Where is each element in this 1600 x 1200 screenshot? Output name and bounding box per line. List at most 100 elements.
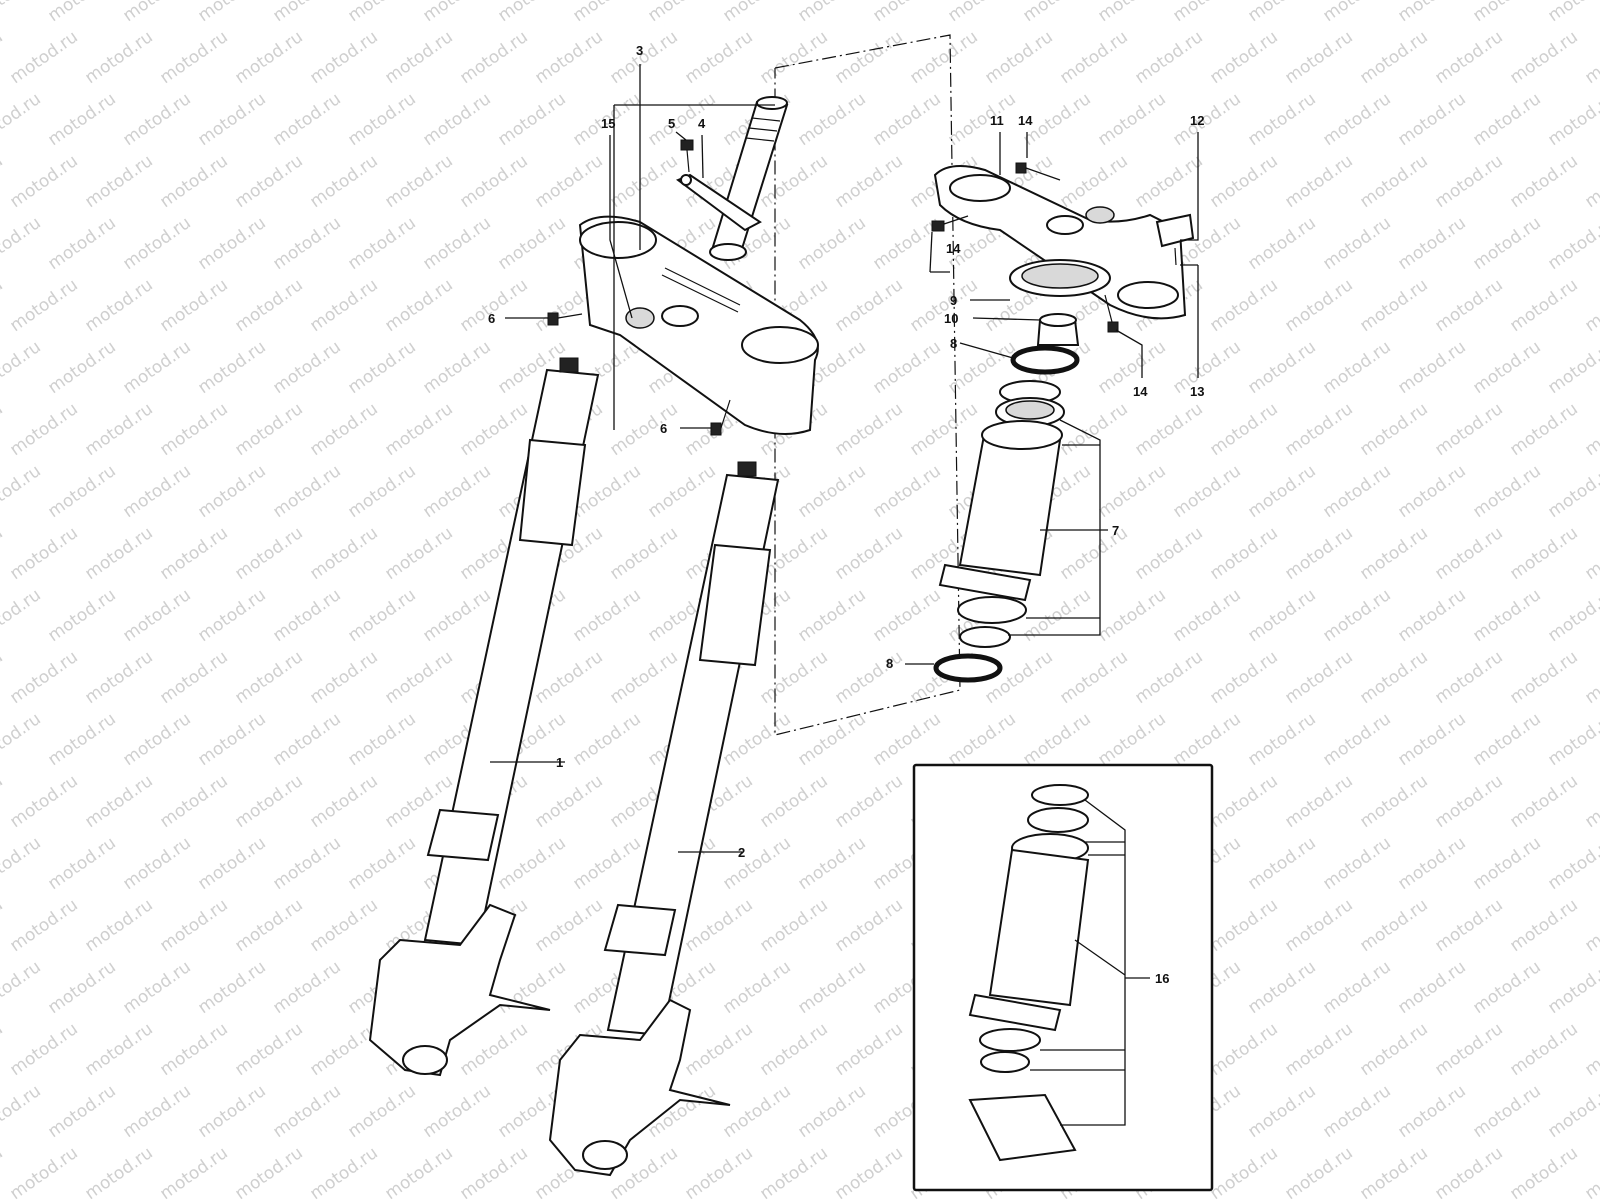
bolt-14-top [1015, 162, 1061, 181]
watermark-text: motod.ru [794, 833, 869, 894]
watermark-text: motod.ru [1131, 151, 1206, 212]
callout-8-bottom: 8 [886, 656, 893, 671]
watermark-text: motod.ru [1206, 1019, 1281, 1080]
watermark-text: motod.ru [1319, 213, 1394, 274]
leader-lines [490, 64, 1199, 1126]
watermark-text: motod.ru [831, 27, 906, 88]
watermark-text: motod.ru [1544, 709, 1600, 770]
watermark-text: motod.ru [681, 1143, 756, 1200]
watermark-text: motod.ru [0, 771, 7, 832]
watermark-text: motod.ru [306, 1019, 381, 1080]
watermark-text: motod.ru [419, 0, 494, 26]
watermark-text: motod.ru [81, 151, 156, 212]
watermark-text: motod.ru [1281, 1143, 1356, 1200]
watermark-text: motod.ru [194, 337, 269, 398]
watermark-text: motod.ru [194, 957, 269, 1018]
watermark-text: motod.ru [344, 337, 419, 398]
watermark-text: motod.ru [306, 1143, 381, 1200]
watermark-text: motod.ru [0, 151, 7, 212]
watermark-text: motod.ru [1506, 647, 1581, 708]
watermark-text: motod.ru [1244, 337, 1319, 398]
watermark-text: motod.ru [1394, 709, 1469, 770]
watermark-text: motod.ru [981, 27, 1056, 88]
watermark-text: motod.ru [381, 151, 456, 212]
watermark-text: motod.ru [419, 1081, 494, 1142]
watermark-text: motod.ru [1581, 1143, 1600, 1200]
watermark-text: motod.ru [531, 771, 606, 832]
watermark-text: motod.ru [869, 709, 944, 770]
watermark-text: motod.ru [1394, 833, 1469, 894]
watermark-text: motod.ru [306, 771, 381, 832]
watermark-text: motod.ru [1281, 399, 1356, 460]
watermark-text: motod.ru [344, 1081, 419, 1142]
watermark-text: motod.ru [231, 1143, 306, 1200]
seal-8-top [1010, 345, 1080, 375]
watermark-text: motod.ru [1094, 0, 1169, 26]
watermark-text: motod.ru [1506, 771, 1581, 832]
watermark-text: motod.ru [494, 213, 569, 274]
watermark-text: motod.ru [831, 275, 906, 336]
watermark-text: motod.ru [1506, 151, 1581, 212]
watermark-text: motod.ru [944, 709, 1019, 770]
watermark-text: motod.ru [756, 27, 831, 88]
watermark-text: motod.ru [1056, 27, 1131, 88]
watermark-text: motod.ru [306, 275, 381, 336]
callout-9: 9 [950, 293, 957, 308]
watermark-text: motod.ru [1544, 585, 1600, 646]
watermark-text: motod.ru [1094, 709, 1169, 770]
watermark-text: motod.ru [794, 0, 869, 26]
watermark-text: motod.ru [0, 585, 45, 646]
watermark-text: motod.ru [0, 647, 7, 708]
watermark-text: motod.ru [1544, 89, 1600, 150]
watermark-text: motod.ru [1206, 151, 1281, 212]
watermark-text: motod.ru [1394, 0, 1469, 26]
watermark-text: motod.ru [1244, 461, 1319, 522]
watermark-text: motod.ru [831, 523, 906, 584]
watermark-text: motod.ru [194, 213, 269, 274]
watermark-text: motod.ru [1206, 27, 1281, 88]
watermark-text: motod.ru [194, 89, 269, 150]
watermark-text: motod.ru [231, 1019, 306, 1080]
watermark-text: motod.ru [1394, 461, 1469, 522]
watermark-text: motod.ru [1469, 337, 1544, 398]
watermark-text: motod.ru [1431, 523, 1506, 584]
watermark-text: motod.ru [194, 1081, 269, 1142]
watermark-text: motod.ru [719, 1081, 794, 1142]
callout-1: 1 [556, 755, 563, 770]
watermark-text: motod.ru [1281, 27, 1356, 88]
top-yoke-11 [933, 165, 1187, 320]
watermark-text: motod.ru [606, 27, 681, 88]
watermark-text: motod.ru [156, 27, 231, 88]
watermark-text: motod.ru [1281, 771, 1356, 832]
watermark-text: motod.ru [0, 895, 7, 956]
watermark-text: motod.ru [1544, 957, 1600, 1018]
watermark-text: motod.ru [1431, 895, 1506, 956]
watermark-text: motod.ru [1394, 585, 1469, 646]
fork-leg-2 [548, 461, 780, 1177]
watermark-text: motod.ru [0, 1081, 45, 1142]
watermark-text: motod.ru [231, 399, 306, 460]
watermark-text: motod.ru [1131, 523, 1206, 584]
watermark-text: motod.ru [456, 27, 531, 88]
watermark-text: motod.ru [831, 1143, 906, 1200]
watermark-text: motod.ru [1544, 213, 1600, 274]
watermark-text: motod.ru [306, 151, 381, 212]
watermark-text: motod.ru [1581, 1019, 1600, 1080]
watermark-text: motod.ru [344, 585, 419, 646]
watermark-text: motod.ru [569, 833, 644, 894]
callout-7: 7 [1112, 523, 1119, 538]
bolt-14-right [1104, 294, 1119, 333]
watermark-text: motod.ru [1319, 709, 1394, 770]
callout-16: 16 [1155, 971, 1169, 986]
watermark-text: motod.ru [231, 275, 306, 336]
watermark-text: motod.ru [606, 647, 681, 708]
watermark-text: motod.ru [81, 771, 156, 832]
watermark-text: motod.ru [831, 895, 906, 956]
watermark-text: motod.ru [1544, 0, 1600, 26]
watermark-text: motod.ru [156, 399, 231, 460]
watermark-text: motod.ru [0, 275, 7, 336]
watermark-text: motod.ru [681, 27, 756, 88]
watermark-text: motod.ru [1131, 399, 1206, 460]
watermark-text: motod.ru [756, 895, 831, 956]
watermark-text: motod.ru [1169, 709, 1244, 770]
